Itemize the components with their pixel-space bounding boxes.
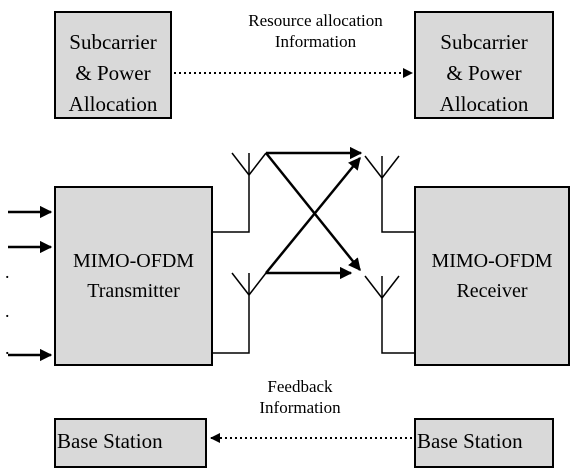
mimo-ofdm-transmitter-block: MIMO-OFDM Transmitter xyxy=(54,186,213,366)
channel-path-21 xyxy=(265,157,361,274)
resource-allocation-caption: Resource allocation Information xyxy=(223,10,408,52)
subcarrier-power-allocation-block-tx: Subcarrier & Power Allocation xyxy=(54,11,172,119)
block-line: Subcarrier xyxy=(69,30,157,54)
feedback-caption-line-1: Feedback xyxy=(267,377,333,396)
mimo-ofdm-receiver-block: MIMO-OFDM Receiver xyxy=(414,186,570,366)
feedback-caption-line-2: Information xyxy=(259,398,341,417)
rx-antenna-upper-icon xyxy=(364,155,400,179)
block-line: Subcarrier xyxy=(440,30,528,54)
tx-antenna-upper-icon xyxy=(231,152,267,176)
input-ellipsis-dot: . xyxy=(5,301,10,321)
block-line: & Power xyxy=(75,61,151,85)
base-station-block-right: Base Station xyxy=(414,418,554,468)
block-line: & Power xyxy=(446,61,522,85)
block-line: MIMO-OFDM xyxy=(431,250,553,272)
resource-caption-line-1: Resource allocation xyxy=(248,11,383,30)
rx-feed-upper xyxy=(381,178,414,233)
input-ellipsis-dot: . xyxy=(5,338,10,358)
block-label: Base Station xyxy=(57,429,163,453)
block-line: Allocation xyxy=(439,92,529,116)
subcarrier-power-allocation-block-rx: Subcarrier & Power Allocation xyxy=(414,11,554,119)
block-line: Receiver xyxy=(456,280,528,302)
input-ellipsis-dot: . xyxy=(5,262,10,282)
channel-path-12 xyxy=(265,152,361,271)
rx-antenna-lower-icon xyxy=(364,275,400,299)
block-label: Base Station xyxy=(417,429,523,453)
tx-feed-upper xyxy=(213,175,250,233)
block-line: Transmitter xyxy=(87,280,180,302)
feedback-caption: Feedback Information xyxy=(240,376,360,418)
block-line: MIMO-OFDM xyxy=(72,250,195,272)
tx-feed-lower xyxy=(213,295,250,354)
rx-feed-lower xyxy=(381,298,414,354)
resource-caption-line-2: Information xyxy=(274,32,357,51)
base-station-block-left: Base Station xyxy=(54,418,207,468)
tx-antenna-lower-icon xyxy=(231,272,267,296)
block-line: Allocation xyxy=(68,92,158,116)
